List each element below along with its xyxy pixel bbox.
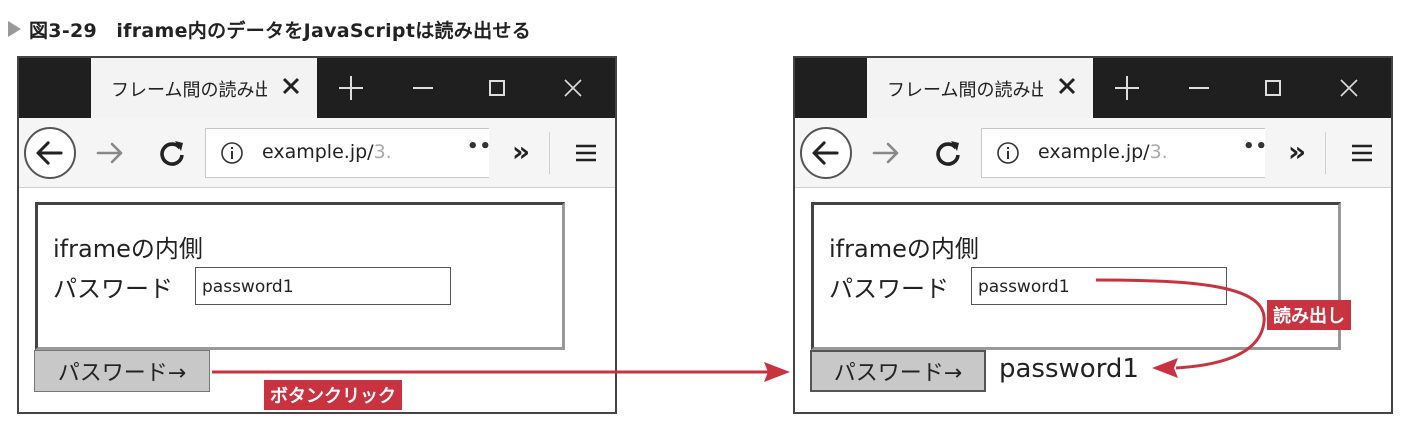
reload-icon[interactable] [931, 136, 965, 170]
browser-window-after: フレーム間の読み出 example.jp/3. •• » iframeの内側 パ… [793, 56, 1393, 414]
tab-label: フレーム間の読み出 [887, 80, 1043, 101]
page-actions-dots-icon[interactable]: •• [467, 136, 493, 157]
browser-window-before: フレーム間の読み出 example.jp/3. •• » iframeの内側 パ… [17, 56, 617, 414]
new-tab-plus-icon[interactable] [331, 68, 371, 108]
info-icon[interactable] [996, 141, 1020, 165]
click-arrowhead-icon [764, 362, 790, 382]
password-read-button[interactable]: パスワード→ [810, 350, 986, 392]
info-icon[interactable] [220, 141, 244, 165]
minimize-icon[interactable] [403, 68, 443, 108]
triangle-bullet-icon [8, 21, 21, 37]
browser-tab[interactable]: フレーム間の読み出 [867, 58, 1093, 118]
back-arrow-icon[interactable] [800, 127, 852, 179]
maximize-icon[interactable] [477, 68, 517, 108]
title-bar: フレーム間の読み出 [795, 58, 1391, 118]
forward-arrow-icon[interactable] [93, 136, 127, 170]
forward-arrow-icon[interactable] [869, 136, 903, 170]
url-bar[interactable]: example.jp/3. [205, 128, 489, 178]
minimize-icon[interactable] [1179, 68, 1219, 108]
figure-title: 図3-29 iframe内のデータをJavaScriptは読み出せる [8, 14, 531, 44]
title-bar: フレーム間の読み出 [19, 58, 615, 118]
figure-title-text: 図3-29 iframe内のデータをJavaScriptは読み出せる [29, 19, 532, 42]
url-text: example.jp/3. [262, 141, 392, 163]
read-out-tag: 読み出し [1267, 300, 1351, 330]
new-tab-plus-icon[interactable] [1107, 68, 1147, 108]
button-click-tag: ボタンクリック [264, 380, 402, 410]
iframe-frame: iframeの内側 パスワード password1 [35, 202, 565, 350]
password-output: password1 [999, 354, 1139, 384]
url-text: example.jp/3. [1038, 141, 1168, 163]
password-read-button[interactable]: パスワード→ [34, 350, 210, 392]
page-actions-dots-icon[interactable]: •• [1243, 136, 1269, 157]
toolbar-divider [549, 132, 550, 174]
nav-bar: example.jp/3. •• » [19, 118, 615, 188]
tab-label: フレーム間の読み出 [111, 80, 267, 101]
iframe-frame: iframeの内側 パスワード password1 [811, 202, 1341, 350]
hamburger-menu-icon[interactable] [1345, 136, 1379, 170]
tab-close-icon[interactable] [275, 70, 307, 102]
hamburger-menu-icon[interactable] [569, 136, 603, 170]
nav-bar: example.jp/3. •• » [795, 118, 1391, 188]
password-label: パスワード [829, 275, 949, 303]
url-path: 3. [1149, 141, 1168, 163]
overflow-chevron-icon[interactable]: » [511, 135, 531, 168]
toolbar-divider [1325, 132, 1326, 174]
window-close-icon[interactable] [553, 68, 593, 108]
overflow-chevron-icon[interactable]: » [1287, 135, 1307, 168]
maximize-icon[interactable] [1253, 68, 1293, 108]
password-input[interactable]: password1 [971, 267, 1227, 305]
password-label: パスワード [53, 275, 173, 303]
url-bar[interactable]: example.jp/3. [981, 128, 1265, 178]
iframe-heading: iframeの内側 [53, 235, 203, 263]
url-host: example.jp/ [262, 141, 374, 163]
back-arrow-icon[interactable] [24, 127, 76, 179]
iframe-heading: iframeの内側 [829, 235, 979, 263]
window-close-icon[interactable] [1329, 68, 1369, 108]
reload-icon[interactable] [155, 136, 189, 170]
tab-close-icon[interactable] [1051, 70, 1083, 102]
url-host: example.jp/ [1038, 141, 1150, 163]
password-input[interactable]: password1 [195, 267, 451, 305]
url-path: 3. [373, 141, 392, 163]
browser-tab[interactable]: フレーム間の読み出 [91, 58, 317, 118]
